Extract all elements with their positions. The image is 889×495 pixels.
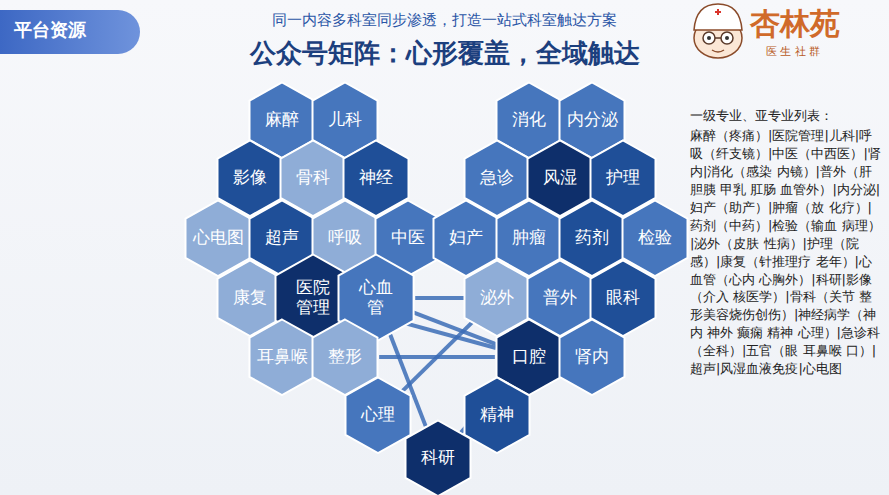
hexagon-label: 医院管理 [294, 278, 332, 317]
hexagon-label: 麻醉 [253, 110, 311, 130]
hexagon-label: 神经 [347, 168, 405, 188]
list-heading: 一级专业、亚专业列表： [690, 108, 884, 124]
hexagon-outline [346, 377, 411, 453]
hexagon-label: 心理 [349, 405, 407, 425]
brand-tagline: 医 生 社 群 [766, 45, 821, 58]
hexagon-label: 风湿 [531, 168, 589, 188]
hexagon-label: 普外 [531, 288, 589, 308]
hexagon-outline [560, 319, 625, 395]
hexagon-outline [465, 377, 530, 453]
hexagon-label: 护理 [594, 168, 652, 188]
hexagon-label: 儿科 [316, 110, 374, 130]
hexagon-label: 口腔 [500, 347, 558, 367]
connector-line [402, 322, 472, 391]
hexagon-label: 呼吸 [316, 228, 374, 248]
brand-name: 杏林苑 [750, 6, 840, 42]
hexagon-outline [250, 319, 315, 395]
list-body: 麻醉（疼痛）|医院管理|儿科|呼吸（纤支镜）|中医（中西医）|肾内|消化（感染 … [690, 127, 884, 378]
hexagon-label: 影像 [221, 168, 279, 188]
specialty-hexagon: 肾内 [558, 318, 626, 397]
specialty-hexagon: 心理 [344, 376, 412, 455]
hexagon-label: 消化 [500, 110, 558, 130]
hexagon-label: 急诊 [468, 168, 526, 188]
hexagon-label: 心电图 [189, 228, 247, 248]
hexagon-label: 妇产 [437, 228, 495, 248]
specialty-hexagon: 精神 [463, 376, 531, 455]
hexagon-label: 康复 [221, 288, 279, 308]
hexagon-label: 检验 [626, 228, 684, 248]
hexagon-label: 药剂 [563, 228, 621, 248]
hexagon-label: 整形 [316, 347, 374, 367]
section-tab [0, 10, 140, 54]
hexagon-label: 心血管 [357, 278, 395, 317]
hexagon-label: 耳鼻喉 [253, 347, 311, 367]
hexagon-label: 超声 [253, 228, 311, 248]
specialty-hexagon: 科研 [404, 419, 472, 495]
hexagon-label: 中医 [379, 228, 437, 248]
hexagon-outline [406, 420, 471, 495]
hexagon-label: 肿瘤 [500, 228, 558, 248]
page-title: 公众号矩阵：心形覆盖，全域触达 [0, 36, 889, 71]
hexagon-label: 泌外 [468, 288, 526, 308]
doctor-logo [694, 4, 742, 58]
hexagon-label: 肾内 [563, 347, 621, 367]
hexagon-label: 科研 [409, 448, 467, 468]
hexagon-label: 骨科 [284, 168, 342, 188]
hexagon-label: 眼科 [594, 288, 652, 308]
hexagon-label: 内分泌 [563, 110, 621, 130]
hexagon-label: 精神 [468, 405, 526, 425]
specialty-hexagon: 耳鼻喉 [248, 318, 316, 397]
section-tab-label: 平台资源 [14, 19, 86, 41]
